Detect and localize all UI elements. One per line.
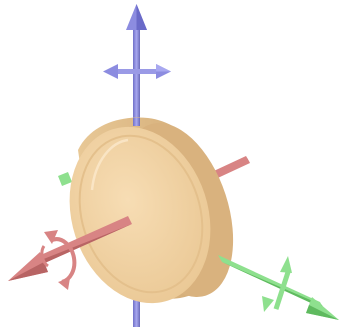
vertical-axis-mid [133,118,140,126]
vertical-axis-upper [126,4,147,128]
depth-axis-front [218,255,339,320]
disc [48,108,254,321]
depth-axis-back [58,172,72,186]
